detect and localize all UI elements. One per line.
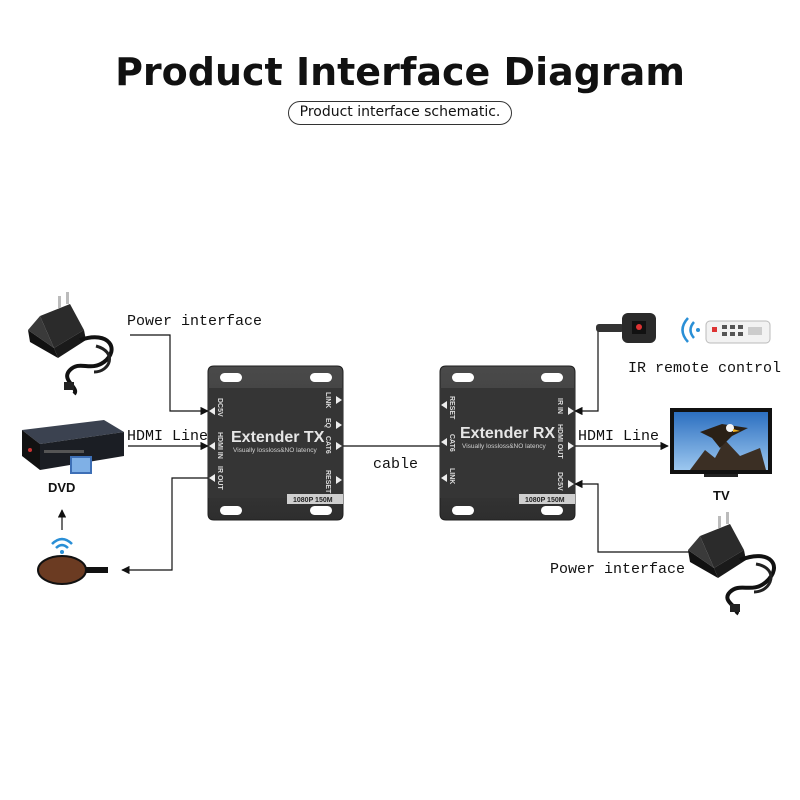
label-power-right: Power interface <box>550 561 685 578</box>
label-power-left: Power interface <box>127 313 262 330</box>
label-dvd: DVD <box>48 480 75 495</box>
tx-port-reset: RESET <box>324 470 331 494</box>
label-tv: TV <box>713 488 730 503</box>
rx-port-reset: RESET <box>448 396 455 420</box>
rx-port-link: LINK <box>448 468 455 484</box>
label-hdmi-left: HDMI Line <box>127 428 208 445</box>
ir-emitter-icon <box>37 537 108 585</box>
power-adapter-left-icon <box>28 292 114 396</box>
rx-port-dc5v: DC5V <box>556 472 563 491</box>
page-subtitle: Product interface schematic. <box>288 101 512 125</box>
tx-port-cat6: CAT6 <box>324 436 331 454</box>
rx-port-ir-in: IR IN <box>556 398 563 414</box>
rx-tagline: Visually lossloss&NO latency <box>462 443 546 450</box>
tx-tagline: Visually lossloss&NO latency <box>233 447 317 454</box>
page-title: Product Interface Diagram <box>115 50 685 94</box>
ir-receiver-icon <box>596 313 656 343</box>
tv-icon <box>670 408 772 477</box>
connection-lines <box>57 330 690 575</box>
tx-port-ir-out: IR OUT <box>216 466 223 490</box>
rx-badge: 1080P 150M <box>525 497 565 504</box>
power-adapter-right-icon <box>688 512 776 616</box>
remote-control-icon <box>705 320 771 344</box>
ir-out-line <box>121 477 208 575</box>
tx-port-link: LINK <box>324 392 331 408</box>
tx-port-hdmi-in: HDMI IN <box>216 432 223 459</box>
tx-title: Extender TX <box>231 429 325 446</box>
label-cable: cable <box>373 456 418 473</box>
power-left-line <box>130 334 209 416</box>
ir-signal-icon <box>681 317 700 343</box>
label-hdmi-right: HDMI Line <box>578 428 659 445</box>
label-ir-remote: IR remote control <box>628 360 781 377</box>
tx-port-dc5v: DC5V <box>216 398 223 417</box>
extender-tx-box: Extender TX Visually lossloss&NO latency… <box>207 365 344 521</box>
rx-port-cat6: CAT6 <box>448 434 455 452</box>
power-right-line <box>574 479 690 553</box>
ir-in-line <box>574 330 599 416</box>
dvd-player-icon <box>22 420 124 474</box>
rx-title: Extender RX <box>460 425 555 442</box>
tx-badge: 1080P 150M <box>293 497 333 504</box>
tx-port-eq: EQ <box>324 418 331 429</box>
extender-rx-box: Extender RX Visually lossloss&NO latency… <box>439 365 576 521</box>
rx-port-hdmi-out: HDMI OUT <box>556 424 563 459</box>
